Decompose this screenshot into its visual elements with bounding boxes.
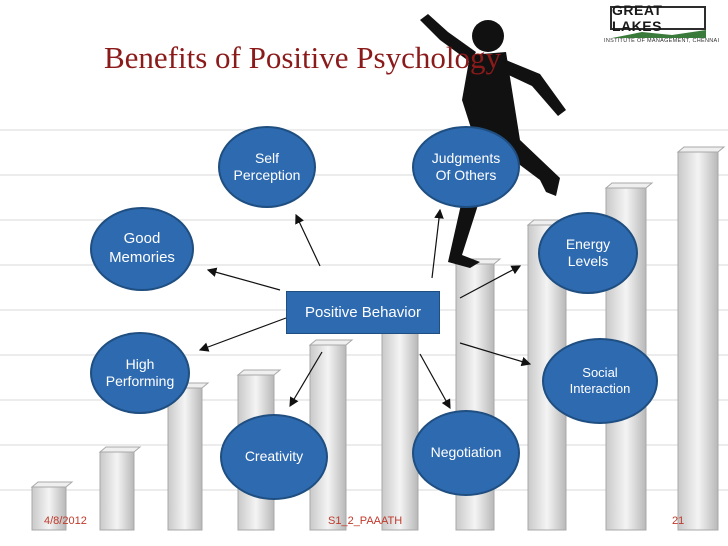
node-social-interaction: Social Interaction [542,338,658,424]
arrow-to-self-perception [295,213,321,267]
node-energy-levels: Energy Levels [538,212,638,294]
arrow-to-good-memories [206,267,281,291]
footer-date: 4/8/2012 [44,515,87,527]
center-positive-behavior: Positive Behavior [286,291,440,334]
footer-page-number: 21 [672,515,685,527]
arrow-to-high-performing [198,317,287,352]
great-lakes-logo: GREAT LAKES INSTITUTE OF MANAGEMENT, CHE… [598,2,724,50]
bar-2 [99,451,135,531]
footer-code: S1_2_PAAATH [328,515,403,527]
node-judgments-of-others: Judgments Of Others [412,126,520,208]
node-high-performing: High Performing [90,332,190,414]
node-self-perception: Self Perception [218,126,316,208]
arrow-to-social-interaction [459,342,532,367]
node-creativity: Creativity [220,414,328,500]
arrow-to-negotiation [419,353,451,410]
node-negotiation: Negotiation [412,410,520,496]
logo-subtitle: INSTITUTE OF MANAGEMENT, CHENNAI [604,38,720,44]
arrow-to-creativity [289,351,323,408]
node-good-memories: Good Memories [90,207,194,291]
bar-6 [381,311,419,531]
arrow-to-energy-levels [459,265,522,299]
slide-title: Benefits of Positive Psychology [104,40,501,75]
arrow-to-judgments [431,208,444,279]
logo-hill-icon [612,30,706,38]
bar-10 [677,151,719,531]
